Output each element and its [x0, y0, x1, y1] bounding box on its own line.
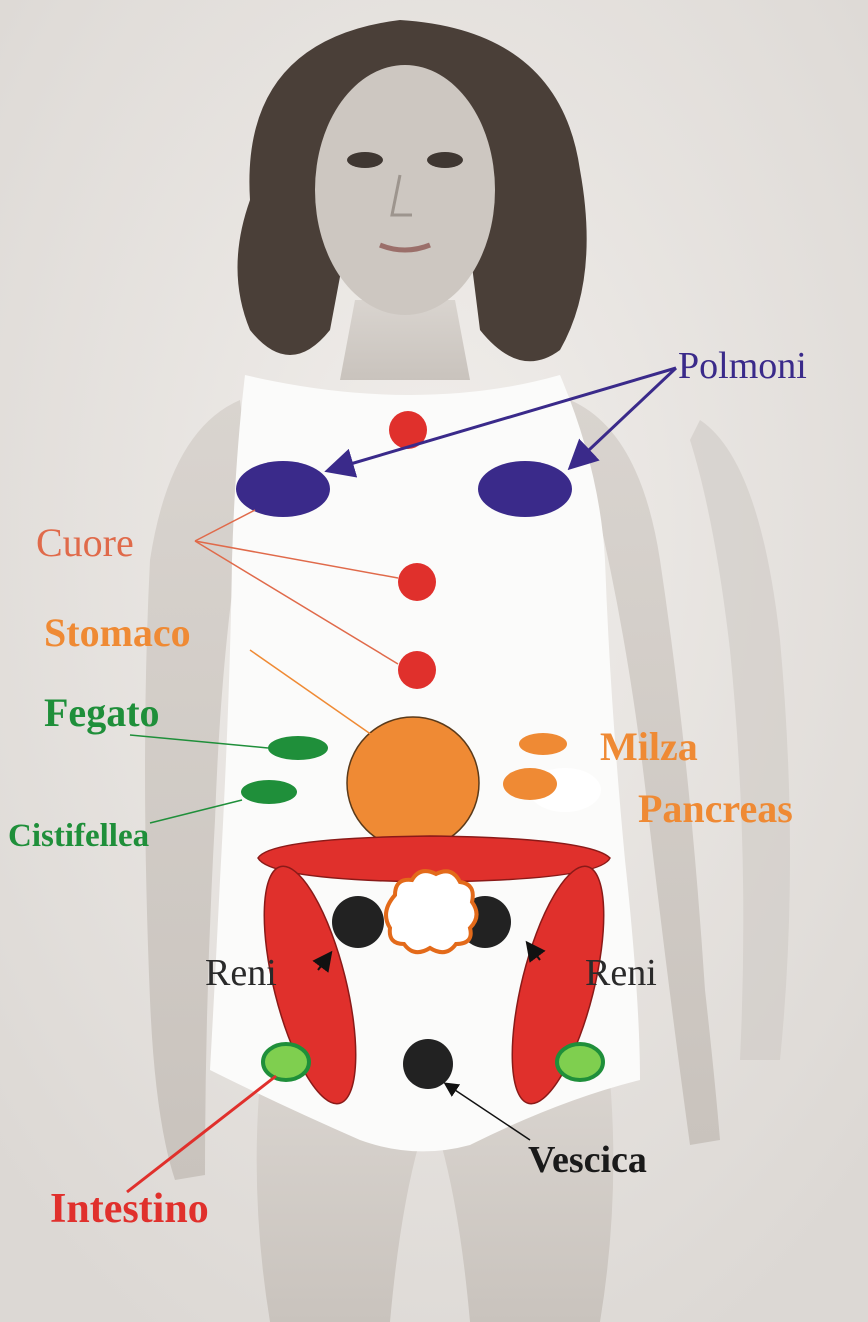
navel-cloud-mark — [386, 871, 477, 952]
intestine-right-oval — [557, 1044, 603, 1080]
kidney-left-mark — [332, 896, 384, 948]
label-reni-left: Reni — [205, 952, 277, 994]
liver-mark — [268, 736, 328, 760]
label-pancreas: Pancreas — [638, 786, 793, 831]
pancreas-mark — [503, 768, 557, 800]
label-fegato: Fegato — [44, 690, 160, 735]
gallbladder-mark — [241, 780, 297, 804]
spleen-mark — [519, 733, 567, 755]
heart-point-lower-mark — [398, 651, 436, 689]
lung-left-mark — [236, 461, 330, 517]
lung-right-mark — [478, 461, 572, 517]
label-vescica: Vescica — [528, 1139, 647, 1181]
label-cistifellea: Cistifellea — [8, 818, 149, 854]
label-reni-right: Reni — [585, 952, 657, 994]
heart-point-upper-mark — [398, 563, 436, 601]
intestine-left-oval — [263, 1044, 309, 1080]
label-polmoni: Polmoni — [678, 345, 807, 387]
stomach-mark — [347, 717, 479, 849]
label-milza: Milza — [600, 724, 698, 769]
bladder-mark — [403, 1039, 453, 1089]
label-intestino: Intestino — [50, 1186, 209, 1232]
label-stomaco: Stomaco — [44, 610, 191, 655]
label-cuore: Cuore — [36, 520, 134, 565]
